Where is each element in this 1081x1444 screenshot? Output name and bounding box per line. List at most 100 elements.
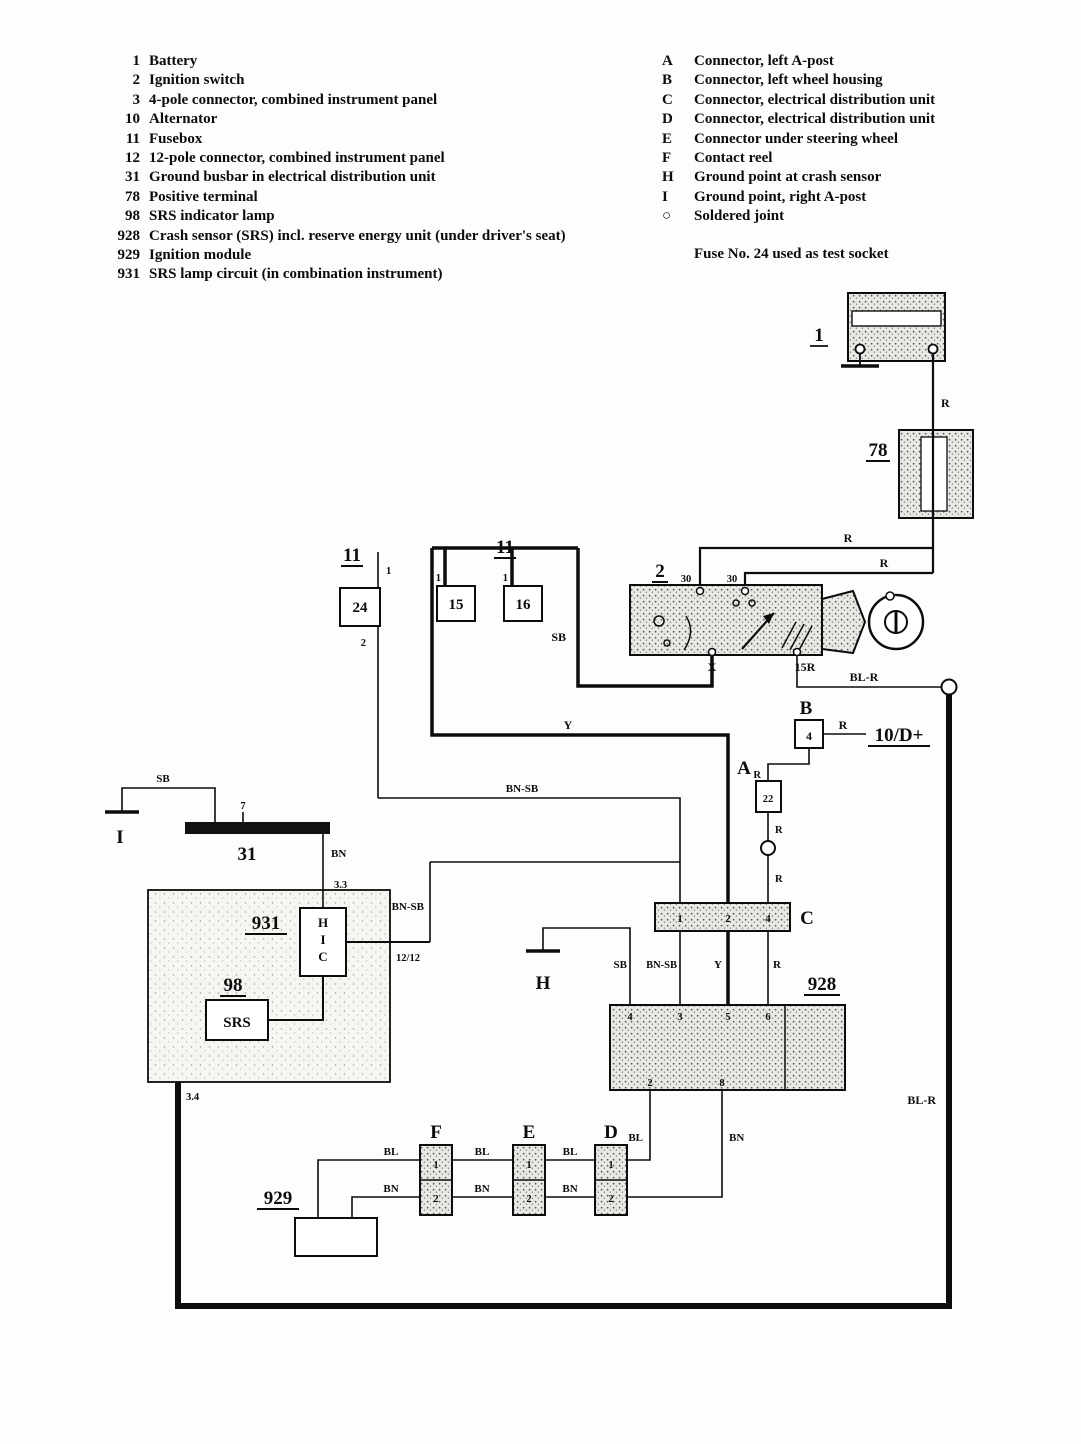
- wire-label-r-8: R: [773, 959, 782, 971]
- connector-f-pin-2: 2: [433, 1194, 438, 1205]
- soldered-joint-icon: [760, 840, 776, 856]
- legend-num: 931: [117, 266, 141, 283]
- legend-item: C Connector, electrical distribution unit: [662, 91, 1022, 110]
- crash-pin-6: 6: [765, 1012, 770, 1023]
- srs-lamp-text: SRS: [223, 1015, 251, 1031]
- key-cylinder-icon: [821, 589, 925, 655]
- legend-label: Connector, electrical distribution unit: [694, 91, 936, 108]
- battery-neg-terminal: [854, 343, 866, 355]
- wire-label-y-2: Y: [714, 959, 722, 971]
- legend-label: Connector, left wheel housing: [694, 72, 883, 89]
- ignition-box: [629, 584, 823, 656]
- label-e: E: [523, 1122, 536, 1143]
- legend-num: 31: [125, 169, 140, 186]
- legend-num: B: [662, 72, 673, 89]
- wire-crash-bottom: [627, 1090, 723, 1198]
- label-c: C: [800, 908, 814, 929]
- legend-item: 1 Battery: [104, 52, 664, 71]
- wire-sb-h: [542, 927, 631, 1005]
- ground-busbar-31: I SB 7 31 BN: [105, 773, 346, 908]
- legend-label: Ignition module: [149, 247, 252, 264]
- label-b: B: [800, 698, 813, 719]
- connector-d-pin-1: 1: [608, 1160, 613, 1171]
- legend-label: Ignition switch: [149, 72, 245, 89]
- wire-label-bl-3: BL: [475, 1146, 490, 1158]
- soldered-joint-icon: ○: [662, 208, 672, 225]
- connector-d-pin-2: 2: [608, 1194, 613, 1205]
- legend-label: Battery: [149, 53, 198, 69]
- wire-feed-thick: SB Y: [430, 546, 730, 1005]
- legend-num: 98: [125, 208, 140, 225]
- legend-num: 10: [125, 111, 140, 128]
- legend-label: Connector under steering wheel: [694, 130, 899, 147]
- legend-label: Contact reel: [694, 150, 773, 167]
- legend-label: Ground busbar in electrical distribution…: [149, 169, 436, 186]
- wire-bl-bn-chain: BL BN BL BN BL BN BL BN: [317, 1090, 744, 1218]
- connector-b-pin: 4: [806, 729, 812, 743]
- hic-box: [299, 907, 347, 977]
- hic-h: H: [318, 915, 328, 930]
- crash-pin-5: 5: [725, 1012, 730, 1023]
- fuse-15-box: [436, 585, 476, 622]
- wire-label-bnsb-1: BN-SB: [506, 783, 539, 795]
- crash-pin-8: 8: [719, 1078, 724, 1089]
- wire-label-sb-3: SB: [614, 959, 628, 971]
- pin-12-12: 12/12: [396, 953, 420, 964]
- label-931: 931: [252, 913, 281, 934]
- wire-hic-links: [268, 941, 430, 1021]
- wire-label-bl-1: BL: [628, 1132, 643, 1144]
- connector-e-pin-2: 2: [526, 1194, 531, 1205]
- label-1: 1: [814, 325, 824, 346]
- connector-f: 1 2 F: [419, 1122, 453, 1216]
- label-2: 2: [655, 561, 665, 582]
- legend-item: 31 Ground busbar in electrical distributi…: [104, 168, 664, 187]
- connector-e: 1 2 E: [512, 1122, 546, 1216]
- label-929: 929: [264, 1188, 293, 1209]
- terminal-30b: [740, 586, 750, 596]
- pin-3-3: 3.3: [334, 880, 347, 891]
- legend-item: 928 Crash sensor (SRS) incl. reserve ener…: [104, 227, 664, 246]
- crash-pin-4: 4: [627, 1012, 633, 1023]
- connector-c-pin-2: 2: [725, 913, 731, 925]
- label-a: A: [737, 758, 751, 779]
- label-ground-i: I: [116, 827, 123, 848]
- fuse15-pin-1: 1: [436, 573, 441, 584]
- label-11a: 11: [343, 545, 361, 566]
- connector-b: 4 B R 10/D+: [794, 698, 930, 749]
- legend-num: C: [662, 91, 673, 108]
- ignition-module-box: [294, 1217, 378, 1257]
- legend-label: Crash sensor (SRS) incl. reserve energy …: [149, 227, 566, 244]
- wire-label-bn-2: BN: [729, 1132, 744, 1144]
- label-f: F: [430, 1122, 442, 1143]
- wire-label-bnsb-3: BN-SB: [646, 960, 677, 971]
- connector-a-chain: R 22 A R R: [737, 748, 810, 1005]
- connector-a-pin: 22: [763, 794, 774, 805]
- legend-num: 928: [117, 227, 141, 244]
- wire-label-bn-3: BN: [562, 1183, 577, 1195]
- connector-d: 1 2 D: [594, 1122, 628, 1216]
- hic-c: C: [318, 949, 327, 964]
- legend-num: H: [662, 169, 674, 186]
- crash-pin-3: 3: [677, 1012, 682, 1023]
- wire-label-bl-4: BL: [384, 1146, 399, 1158]
- legend-item: 3 4-pole connector, combined instrument p…: [104, 91, 664, 110]
- legend-label: Connector, electrical distribution unit: [694, 111, 936, 128]
- legend-label: 4-pole connector, combined instrument pa…: [149, 91, 438, 108]
- fuse-16-box: [503, 585, 543, 622]
- legend-num: 3: [132, 91, 141, 108]
- terminal-15r: [792, 647, 802, 657]
- wire-r-chain: [767, 748, 810, 1005]
- connector-c-pin-4: 4: [765, 913, 771, 925]
- connector-c: 1 2 4 C Y R: [654, 902, 814, 971]
- ignition-module-929: 929: [257, 1188, 378, 1257]
- fuse-24-number: 24: [353, 600, 369, 616]
- legend-num: 1: [132, 53, 141, 69]
